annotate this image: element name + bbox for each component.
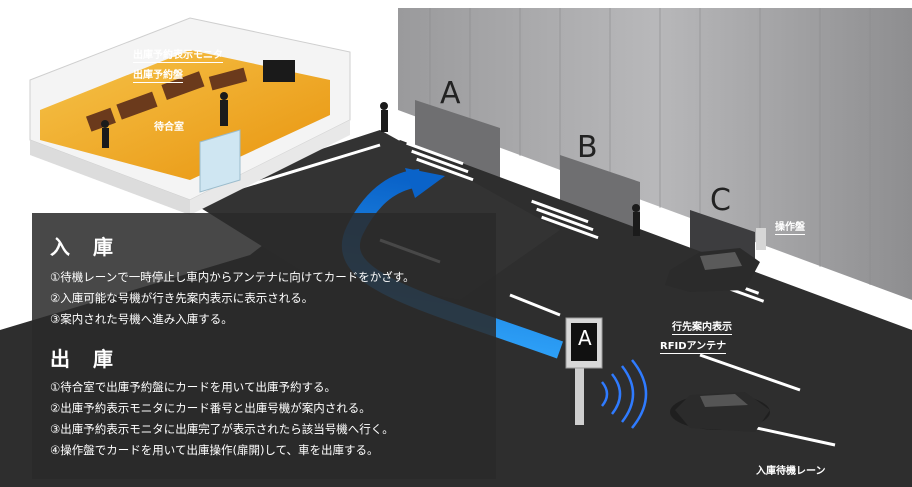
bay-a-letter: A (440, 76, 461, 111)
waiting-room-label: 待合室 (154, 122, 184, 133)
entry-step-1: ①待機レーンで一時停止し車内からアンテナに向けてカードをかざす。 (50, 270, 415, 284)
bay-b-letter: B (577, 130, 598, 165)
entry-arrow-head (405, 168, 445, 198)
parking-building (398, 8, 912, 300)
reservation-panel-label: 出庫予約盤 (133, 66, 183, 83)
entry-title: 入 庫 (50, 235, 121, 259)
reservation-monitor (263, 60, 295, 82)
exit-step-4: ④操作盤でカードを用いて出庫操作(扉開)して、車を出庫する。 (50, 443, 379, 457)
exit-step-3: ③出庫予約表示モニタに出庫完了が表示されたら該当号機へ行く。 (50, 422, 394, 436)
instructions-panel: 入 庫 ①待機レーンで一時停止し車内からアンテナに向けてカードをかざす。 ②入庫… (32, 213, 496, 479)
exit-step-1: ①待合室で出庫予約盤にカードを用いて出庫予約する。 (50, 380, 336, 394)
operation-panel-box (756, 228, 766, 250)
kiosk (199, 129, 241, 193)
monitor-label: 出庫予約表示モニタ (133, 46, 223, 63)
destination-display-label: 行先案内表示 (672, 318, 732, 335)
bay-c-letter: C (710, 183, 731, 218)
car-exiting (665, 248, 760, 292)
entry-step-3: ③案内された号機へ進み入庫する。 (50, 312, 233, 326)
sign-letter: A (578, 326, 592, 350)
entry-step-2: ②入庫可能な号機が行き先案内表示に表示される。 (50, 291, 314, 305)
exit-title: 出 庫 (50, 347, 121, 371)
entry-lane-label: 入庫待機レーン (756, 466, 826, 477)
waiting-room-floor (40, 50, 330, 180)
operation-panel-label: 操作盤 (775, 218, 805, 235)
rfid-antenna-label: RFIDアンテナ (660, 337, 727, 354)
car-waiting (670, 392, 770, 432)
sign-post (575, 355, 584, 425)
exit-step-2: ②出庫予約表示モニタにカード番号と出庫号機が案内される。 (50, 401, 371, 415)
